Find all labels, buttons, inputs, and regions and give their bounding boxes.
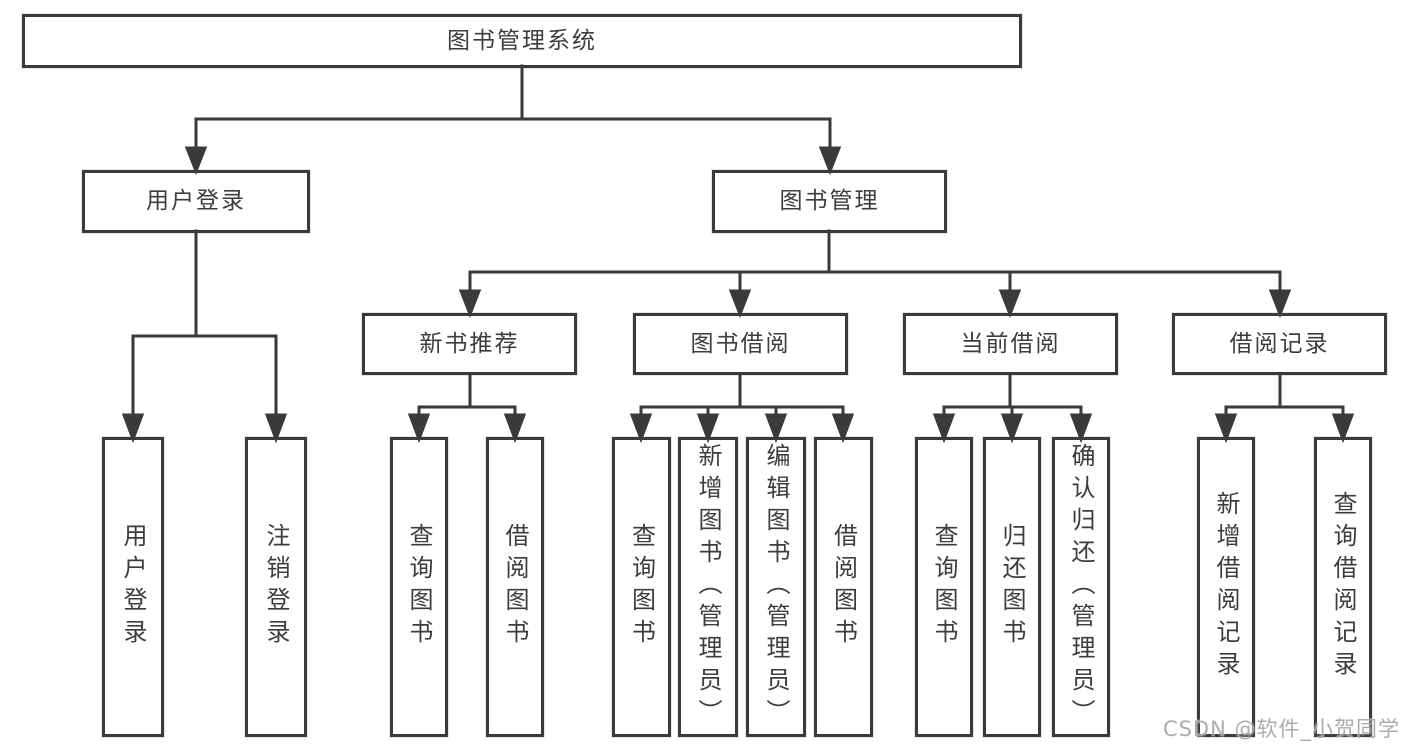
arrow-down-icon bbox=[728, 289, 752, 319]
leaf-borrow-books-borrowing: 借阅图书 bbox=[814, 437, 873, 737]
connector-root-to-level2 bbox=[184, 64, 842, 176]
leaf-logout: 注销登录 bbox=[245, 437, 307, 737]
leaf-add-book-admin: 新增图书（管理员） bbox=[678, 437, 738, 737]
leaf-query-books-borrowing: 查询图书 bbox=[612, 437, 671, 737]
node-label: 注销登录 bbox=[262, 523, 290, 651]
node-label: 图书借阅 bbox=[690, 330, 791, 357]
arrow-down-icon bbox=[1268, 289, 1292, 319]
arrow-down-icon bbox=[1331, 413, 1355, 444]
connector-current-borrowing bbox=[932, 372, 1093, 444]
leaf-query-borrow-record: 查询借阅记录 bbox=[1314, 437, 1372, 737]
csdn-watermark: CSDN @软件_小贺同学 bbox=[1162, 717, 1400, 741]
connector-book-management bbox=[458, 229, 1292, 319]
leaf-confirm-return-admin: 确认归还（管理员） bbox=[1052, 437, 1110, 737]
connector-user-login bbox=[121, 229, 288, 444]
node-label: 查询图书 bbox=[405, 523, 433, 651]
node-library-management-system: 图书管理系统 bbox=[22, 14, 1022, 68]
node-label: 当前借阅 bbox=[960, 330, 1061, 357]
node-label: 新书推荐 bbox=[419, 330, 520, 357]
node-book-borrowing: 图书借阅 bbox=[633, 313, 848, 375]
node-label: 新增借阅记录 bbox=[1212, 491, 1240, 683]
node-label: 归还图书 bbox=[998, 523, 1026, 651]
leaf-borrow-books-recommend: 借阅图书 bbox=[486, 437, 544, 737]
node-label: 新增图书（管理员） bbox=[694, 443, 722, 731]
arrow-down-icon bbox=[696, 413, 720, 444]
node-new-book-recommend: 新书推荐 bbox=[362, 313, 577, 375]
node-book-management: 图书管理 bbox=[712, 170, 947, 233]
arrow-down-icon bbox=[818, 146, 842, 176]
arrow-down-icon bbox=[458, 289, 482, 319]
node-borrowing-records: 借阅记录 bbox=[1172, 313, 1387, 375]
connector-borrowing-records bbox=[1214, 372, 1355, 444]
arrow-down-icon bbox=[764, 413, 788, 444]
node-label: 图书管理 bbox=[779, 188, 880, 214]
node-label: 确认归还（管理员） bbox=[1067, 443, 1095, 731]
node-label: 查询图书 bbox=[627, 523, 656, 651]
node-label: 借阅图书 bbox=[501, 523, 529, 651]
arrow-down-icon bbox=[831, 413, 855, 444]
node-label: 编辑图书（管理员） bbox=[762, 443, 790, 731]
leaf-query-books-current: 查询图书 bbox=[915, 437, 973, 737]
arrow-down-icon bbox=[121, 413, 145, 444]
node-user-login: 用户登录 bbox=[82, 170, 310, 233]
connector-book-borrowing bbox=[629, 372, 855, 444]
arrow-down-icon bbox=[1069, 413, 1093, 444]
node-label: 借阅图书 bbox=[829, 523, 858, 651]
node-label: 查询图书 bbox=[930, 523, 958, 651]
arrow-down-icon bbox=[264, 413, 288, 444]
arrow-down-icon bbox=[1214, 413, 1238, 444]
node-label: 查询借阅记录 bbox=[1329, 491, 1357, 683]
arrow-down-icon bbox=[1000, 413, 1024, 444]
arrow-down-icon bbox=[407, 413, 431, 444]
node-label: 图书管理系统 bbox=[447, 27, 597, 54]
leaf-add-borrow-record: 新增借阅记录 bbox=[1197, 437, 1255, 737]
connector-new-book-recommend bbox=[407, 372, 527, 444]
leaf-user-login: 用户登录 bbox=[102, 437, 164, 737]
node-current-borrowing: 当前借阅 bbox=[903, 313, 1118, 375]
arrow-down-icon bbox=[932, 413, 956, 444]
node-label: 用户登录 bbox=[146, 188, 246, 214]
node-label: 借阅记录 bbox=[1229, 330, 1330, 357]
arrow-down-icon bbox=[998, 289, 1022, 319]
leaf-edit-book-admin: 编辑图书（管理员） bbox=[746, 437, 806, 737]
leaf-return-books: 归还图书 bbox=[983, 437, 1041, 737]
leaf-query-books-recommend: 查询图书 bbox=[390, 437, 448, 737]
node-label: 用户登录 bbox=[119, 523, 147, 651]
arrow-down-icon bbox=[503, 413, 527, 444]
arrow-down-icon bbox=[629, 413, 653, 444]
arrow-down-icon bbox=[184, 146, 208, 176]
